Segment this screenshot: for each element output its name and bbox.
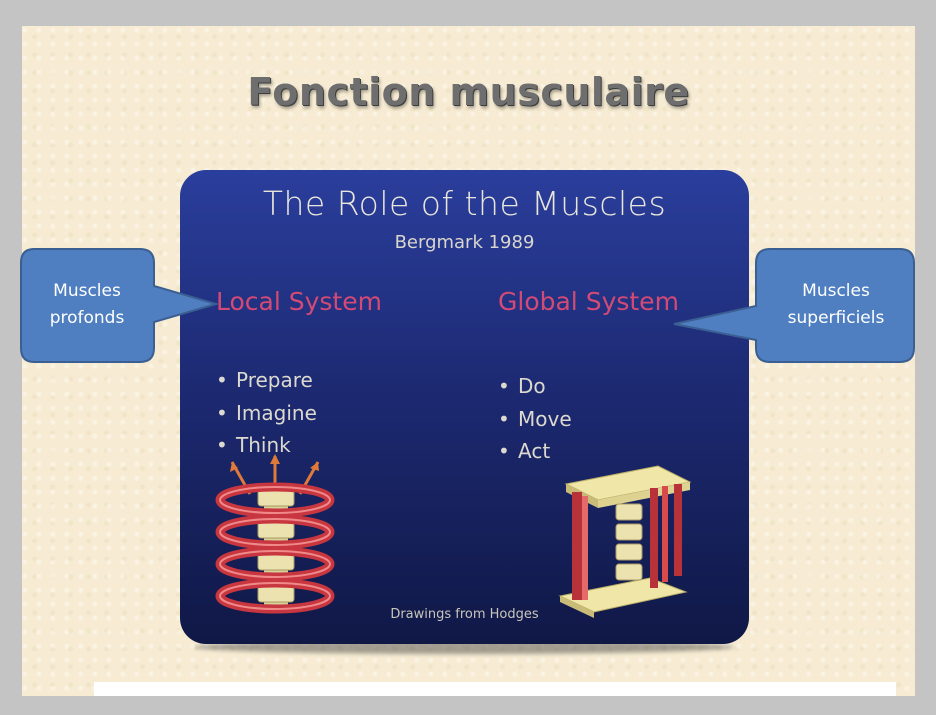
callout-superficial-muscles: Muscles superficiels [672, 248, 918, 364]
bullet-icon: • [216, 400, 228, 425]
panel-title: The Role of the Muscles [262, 184, 667, 223]
list-item-label: Do [518, 374, 546, 398]
callout-shape [673, 248, 915, 363]
global-system-list: • Do • Move • Act [498, 370, 572, 468]
muscle-rings [215, 482, 335, 614]
callout-line: superficiels [787, 308, 885, 328]
bullet-icon: • [498, 406, 510, 431]
list-item-label: Prepare [236, 368, 313, 392]
panel-subtitle: Bergmark 1989 [394, 232, 535, 253]
callout-label: Muscles superficiels [756, 278, 916, 332]
list-item: • Act [498, 435, 572, 468]
local-system-list: • Prepare • Imagine • Think [216, 364, 317, 462]
callout-line: profonds [49, 308, 125, 328]
illustration-credit: Drawings from Hodges [390, 607, 539, 622]
vertebra-column [615, 503, 643, 581]
bullet-icon: • [498, 374, 510, 398]
callout-line: Muscles [802, 281, 870, 301]
list-item-label: Imagine [236, 400, 317, 425]
list-item-label: Think [236, 433, 291, 457]
global-system-frame-illustration [558, 465, 692, 618]
muscle-roles-panel: The Role of the Muscles Bergmark 1989 Lo… [180, 170, 749, 644]
local-system-heading: Local System [216, 287, 382, 316]
list-item: • Prepare [216, 364, 317, 397]
muscle-columns [572, 484, 682, 600]
list-item: • Think [216, 429, 317, 462]
callout-line: Muscles [53, 281, 121, 301]
list-item-label: Move [518, 406, 572, 431]
list-item: • Imagine [216, 397, 317, 430]
bullet-icon: • [216, 433, 228, 457]
list-item: • Do [498, 370, 572, 403]
bullet-icon: • [216, 368, 228, 392]
list-item-label: Act [518, 439, 551, 463]
global-system-heading: Global System [498, 287, 679, 316]
callout-label: Muscles profonds [20, 278, 154, 332]
callout-shape [20, 248, 220, 363]
blank-text-box [94, 682, 896, 696]
slide-title: Fonction musculaire [247, 70, 690, 114]
callout-deep-muscles: Muscles profonds [20, 248, 220, 364]
bullet-icon: • [498, 439, 510, 463]
vertebra-stack [257, 489, 295, 603]
local-system-spine-illustration [215, 454, 335, 614]
list-item: • Move [498, 403, 572, 436]
